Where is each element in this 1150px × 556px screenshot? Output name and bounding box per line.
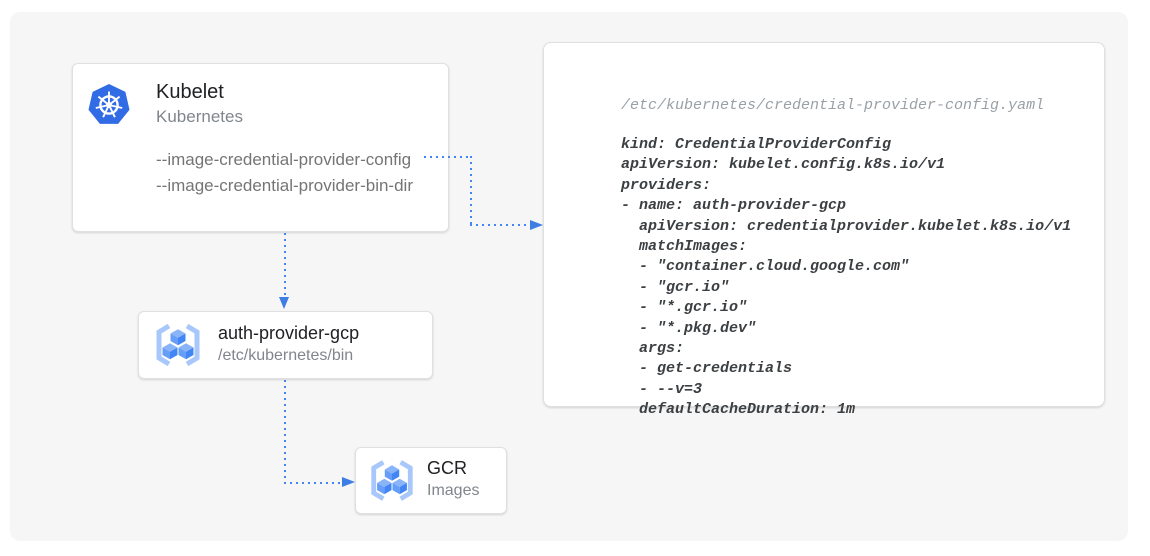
gcr-cubes-icon xyxy=(152,322,204,368)
arrowhead-right-icon xyxy=(530,220,543,230)
arrowhead-down-icon xyxy=(279,297,289,309)
node-auth-provider-gcp: auth-provider-gcp /etc/kubernetes/bin xyxy=(138,311,433,379)
gcr-title: GCR xyxy=(427,458,467,478)
node-gcr: GCR Images xyxy=(355,447,507,514)
auth-provider-path: /etc/kubernetes/bin xyxy=(218,347,354,364)
flag-image-credential-provider-bin-dir: --image-credential-provider-bin-dir xyxy=(156,176,413,195)
node-kubelet: Kubelet Kubernetes --image-credential-pr… xyxy=(72,63,449,232)
auth-provider-title: auth-provider-gcp xyxy=(218,323,360,343)
gcr-subtitle: Images xyxy=(427,482,480,499)
credential-provider-config-card: /etc/kubernetes/credential-provider-conf… xyxy=(543,42,1105,418)
config-file-path: /etc/kubernetes/credential-provider-conf… xyxy=(621,97,1045,114)
kubernetes-logo-icon xyxy=(86,82,132,128)
kubelet-subtitle: Kubernetes xyxy=(156,107,243,126)
gcr-cubes-icon xyxy=(367,458,417,503)
kubelet-title: Kubelet xyxy=(156,81,224,103)
flag-image-credential-provider-config: --image-credential-provider-config xyxy=(156,150,412,169)
config-yaml-code: kind: CredentialProviderConfig apiVersio… xyxy=(621,136,1072,419)
arrowhead-right-icon xyxy=(342,477,355,487)
